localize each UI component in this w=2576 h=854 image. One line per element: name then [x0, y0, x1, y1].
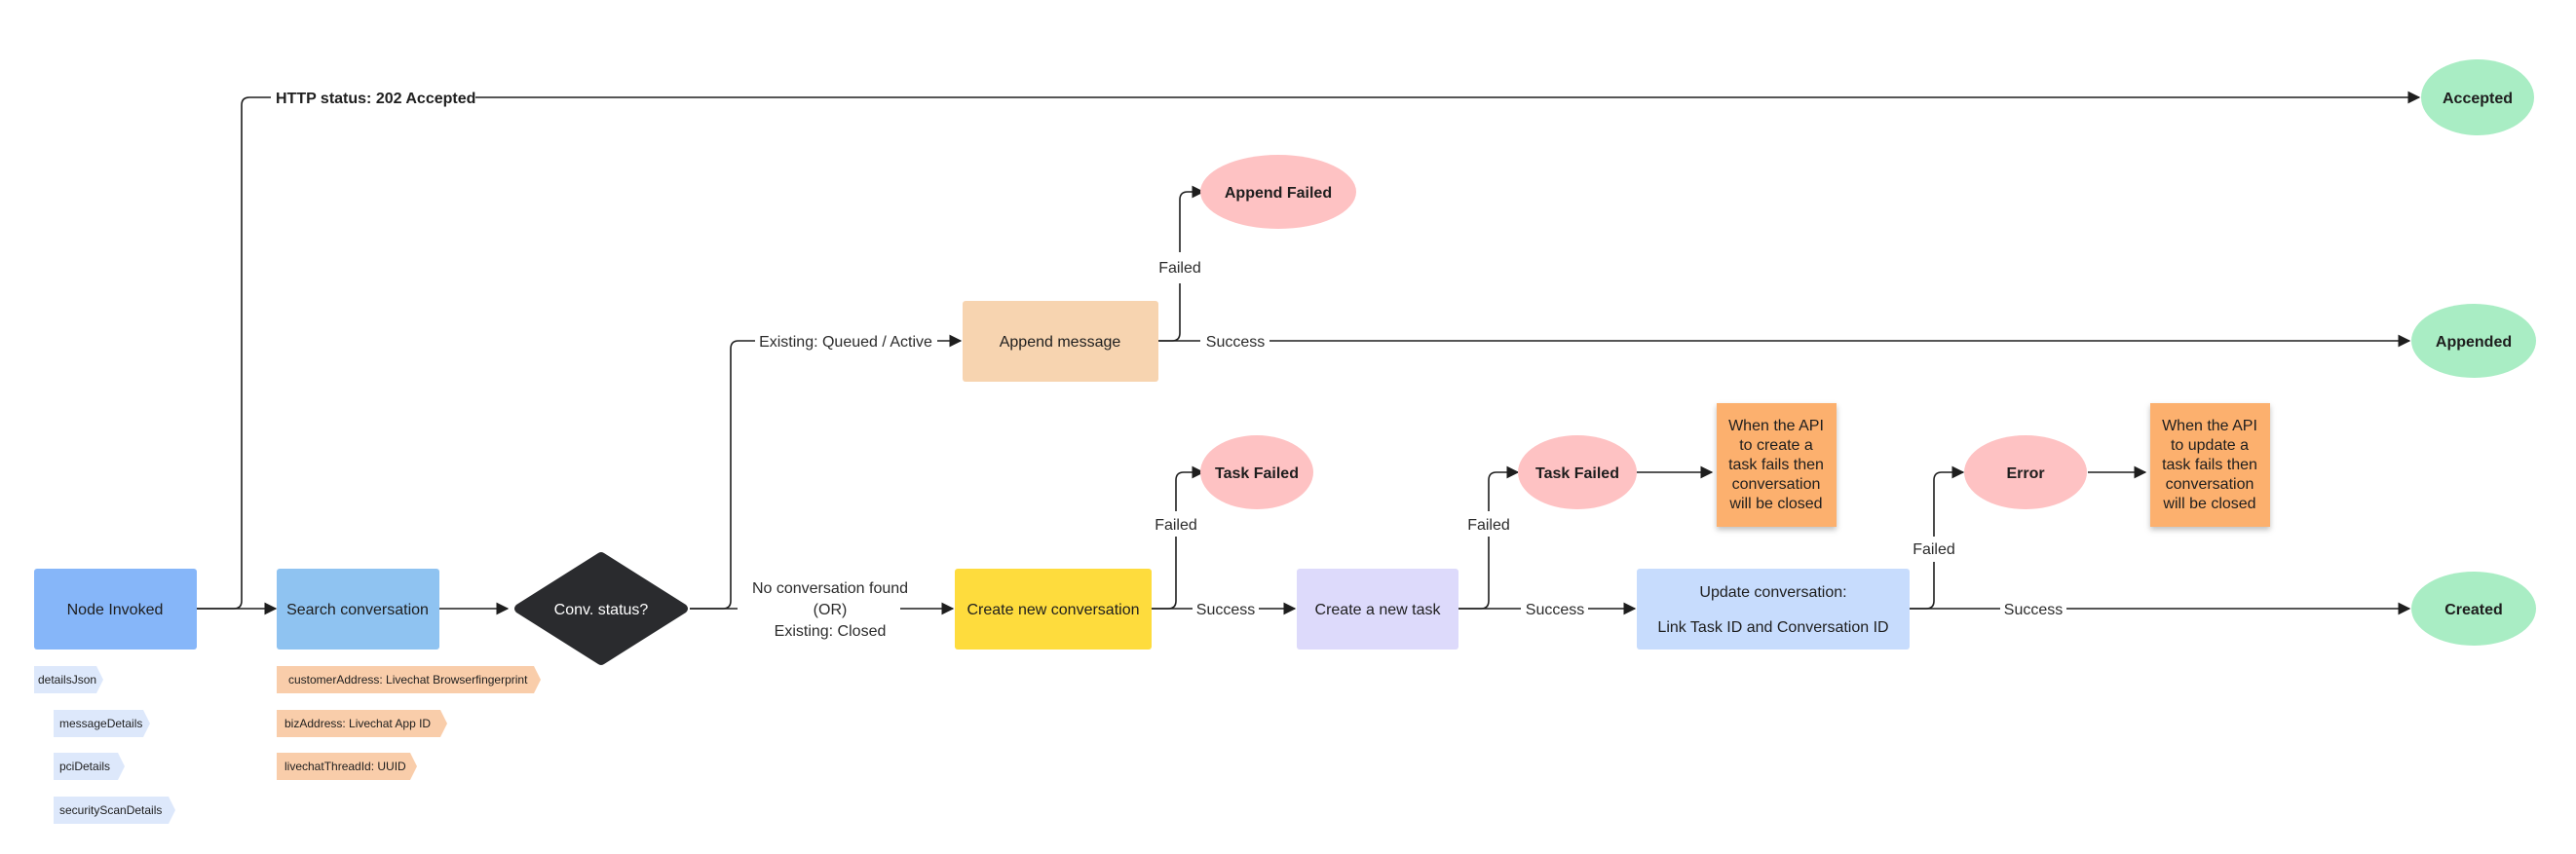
tag-label: customerAddress: Livechat Browserfingerp…: [288, 673, 528, 687]
label-no-conversation-1: No conversation found: [752, 580, 908, 597]
tag-label: securityScanDetails: [59, 803, 162, 817]
edge-create-conv-to-failed-2: [1175, 465, 1205, 511]
note-line: task fails then: [1728, 457, 1824, 473]
task-failed-2-label: Task Failed: [1535, 465, 1619, 482]
error-label: Error: [2006, 465, 2044, 482]
note-line: conversation: [2166, 476, 2254, 493]
node-params: detailsJson messageDetails pciDetails se…: [34, 666, 175, 824]
accepted-label: Accepted: [2443, 91, 2513, 107]
create-new-conversation-label: Create new conversation: [967, 602, 1140, 618]
tag-label: pciDetails: [59, 760, 110, 773]
search-conversation-label: Search conversation: [286, 602, 429, 618]
terminal-error[interactable]: Error: [1964, 435, 2087, 509]
note-line: will be closed: [1728, 496, 1822, 512]
tag-label: messageDetails: [59, 717, 142, 730]
note-line: task fails then: [2162, 457, 2257, 473]
edge-labels: HTTP status: 202 Accepted Existing: Queu…: [276, 91, 2063, 640]
sticky-note-create-task-fail[interactable]: When the API to create a task fails then…: [1717, 403, 1837, 527]
update-conversation-label-2: Link Task ID and Conversation ID: [1657, 619, 1888, 636]
label-failed-append: Failed: [1158, 260, 1201, 277]
label-http-status: HTTP status: 202 Accepted: [276, 91, 475, 107]
node-append-message[interactable]: Append message: [963, 301, 1158, 382]
edge-append-to-failed-2: [1179, 185, 1205, 252]
node-node-invoked[interactable]: Node Invoked: [34, 569, 197, 650]
tag-security-scan-details[interactable]: securityScanDetails: [54, 797, 175, 824]
edges: [197, 91, 2421, 615]
edge-create-task-to-failed: [1458, 537, 1490, 610]
label-failed-update: Failed: [1913, 541, 1955, 558]
label-success-append: Success: [1206, 334, 1265, 351]
append-failed-label: Append Failed: [1225, 185, 1332, 202]
node-create-new-conversation[interactable]: Create new conversation: [955, 569, 1152, 650]
label-no-conversation-3: Existing: Closed: [775, 623, 887, 640]
edge-node-to-accepted: [197, 96, 271, 610]
label-success-create-task: Success: [1526, 602, 1584, 618]
edge-update-to-error-2: [1933, 465, 1965, 537]
label-existing-queued-active: Existing: Queued / Active: [759, 334, 932, 351]
node-create-new-task[interactable]: Create a new task: [1297, 569, 1458, 650]
search-params: customerAddress: Livechat Browserfingerp…: [277, 666, 541, 780]
edge-create-conv-to-failed: [1152, 537, 1177, 610]
tag-livechat-thread-id[interactable]: livechatThreadId: UUID: [277, 753, 417, 780]
note-line: When the API: [2162, 418, 2257, 434]
tag-message-details[interactable]: messageDetails: [54, 710, 150, 737]
label-failed-create-task: Failed: [1467, 517, 1510, 534]
decision-conv-status[interactable]: Conv. status?: [514, 552, 688, 665]
terminal-append-failed[interactable]: Append Failed: [1200, 155, 1356, 229]
edge-append-to-failed: [1158, 283, 1181, 342]
created-label: Created: [2444, 602, 2503, 618]
label-no-conversation-2: (OR): [814, 602, 848, 618]
terminal-task-failed-1[interactable]: Task Failed: [1200, 435, 1313, 509]
task-failed-1-label: Task Failed: [1215, 465, 1299, 482]
tag-label: bizAddress: Livechat App ID: [284, 717, 431, 730]
terminal-task-failed-2[interactable]: Task Failed: [1518, 435, 1637, 509]
terminal-accepted[interactable]: Accepted: [2421, 59, 2534, 135]
note-line: conversation: [1732, 476, 1821, 493]
node-invoked-label: Node Invoked: [67, 602, 164, 618]
label-success-create-conv: Success: [1196, 602, 1255, 618]
tag-biz-address[interactable]: bizAddress: Livechat App ID: [277, 710, 447, 737]
tag-details-json[interactable]: detailsJson: [34, 666, 103, 693]
note-line: to update a: [2171, 437, 2249, 454]
append-message-label: Append message: [1000, 334, 1121, 351]
tag-label: detailsJson: [38, 673, 96, 687]
terminal-appended[interactable]: Appended: [2411, 304, 2536, 378]
edge-update-to-error: [1910, 562, 1935, 610]
note-line: to create a: [1739, 437, 1813, 454]
update-conversation-label-1: Update conversation:: [1699, 584, 1846, 601]
node-update-conversation[interactable]: Update conversation: Link Task ID and Co…: [1637, 569, 1910, 650]
appended-label: Appended: [2436, 334, 2512, 351]
label-failed-create-conv: Failed: [1155, 517, 1197, 534]
edge-create-task-to-failed-2: [1488, 465, 1520, 511]
terminal-created[interactable]: Created: [2411, 572, 2536, 646]
sticky-note-update-task-fail[interactable]: When the API to update a task fails then…: [2150, 403, 2270, 527]
note-line: When the API: [1728, 418, 1824, 434]
label-success-update: Success: [2004, 602, 2063, 618]
create-new-task-label: Create a new task: [1315, 602, 1442, 618]
edge-status-to-append: [690, 340, 755, 610]
tag-label: livechatThreadId: UUID: [284, 760, 406, 773]
conv-status-label: Conv. status?: [554, 602, 649, 618]
tag-pci-details[interactable]: pciDetails: [54, 753, 125, 780]
note-line: will be closed: [2162, 496, 2255, 512]
tag-customer-address[interactable]: customerAddress: Livechat Browserfingerp…: [277, 666, 541, 693]
node-search-conversation[interactable]: Search conversation: [277, 569, 439, 650]
